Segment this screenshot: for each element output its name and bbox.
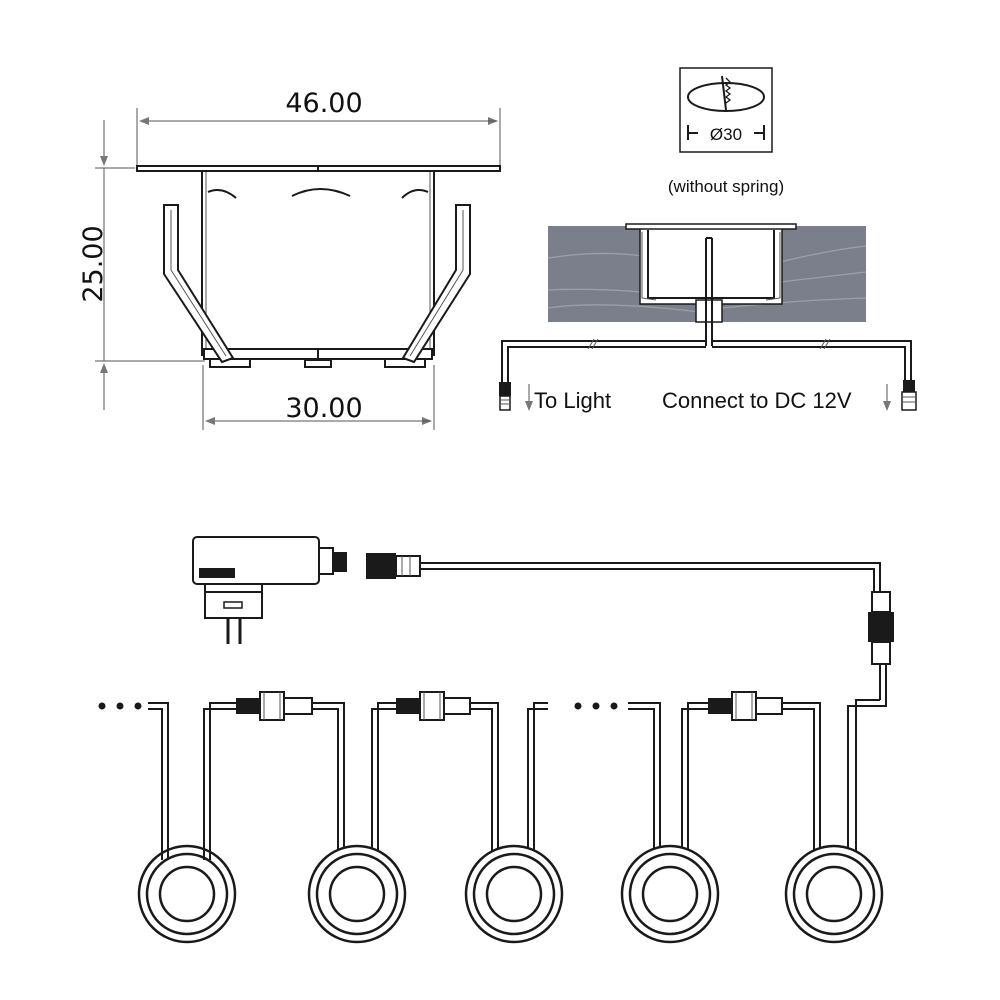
to-light-label: To Light bbox=[534, 388, 611, 413]
continuation-dots-middle bbox=[574, 702, 618, 710]
installation-view bbox=[499, 223, 917, 411]
inline-connector-2 bbox=[396, 691, 471, 721]
inline-connector-1 bbox=[236, 691, 313, 721]
dim-top-width: 46.00 bbox=[285, 88, 362, 119]
light-fixture-2 bbox=[307, 844, 407, 944]
without-spring-note: (without spring) bbox=[668, 177, 784, 196]
hole-diameter-label: Ø30 bbox=[710, 125, 742, 144]
main-feed-cable bbox=[366, 553, 894, 860]
continuation-dots-left bbox=[98, 702, 142, 710]
connect-dc-label: Connect to DC 12V bbox=[662, 388, 852, 413]
hole-diameter-inset: Ø30 bbox=[679, 67, 773, 153]
inline-connector-3 bbox=[708, 691, 783, 721]
fixture-wiring bbox=[148, 702, 821, 860]
fixture-side-view: 46.00 25.00 30.00 bbox=[78, 88, 501, 430]
dim-height: 25.00 bbox=[78, 225, 109, 302]
light-fixture-4 bbox=[620, 844, 720, 944]
power-adapter bbox=[192, 536, 347, 644]
light-fixture-5 bbox=[784, 844, 884, 944]
dim-bottom-width: 30.00 bbox=[285, 393, 362, 424]
fixture-wire-stubs bbox=[161, 850, 211, 860]
light-fixture-3 bbox=[464, 844, 564, 944]
light-fixture-1 bbox=[137, 844, 237, 944]
